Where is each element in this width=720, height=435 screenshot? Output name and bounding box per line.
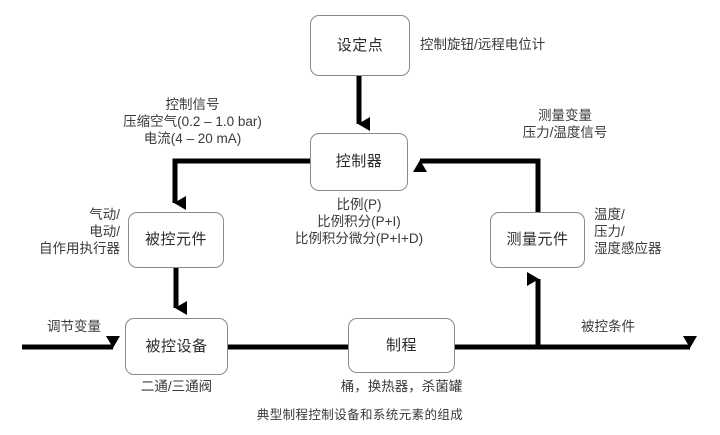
node-setpoint-label: 设定点 xyxy=(336,36,384,54)
annotation-control-signal: 控制信号 压缩空气(0.2 – 1.0 bar) 电流(4 – 20 mA) xyxy=(123,97,262,146)
node-measuring-element[interactable]: 测量元件 xyxy=(490,212,585,268)
annotation-controller-modes: 比例(P) 比例积分(P+I) 比例积分微分(P+I+D) xyxy=(294,197,424,246)
node-controller-label: 控制器 xyxy=(335,153,383,170)
annotation-valve-types: 二通/三通阀 xyxy=(140,379,213,394)
diagram-caption: 典型制程控制设备和系统元素的组成 xyxy=(256,408,464,422)
connector-measuring-element-to-controller xyxy=(413,158,541,212)
node-controlled-equipment[interactable]: 被控设备 xyxy=(125,318,228,375)
annotation-controlled-condition: 被控条件 xyxy=(581,319,635,334)
annotation-actuator-types: 气动/ 电动/ 自作用执行器 xyxy=(39,207,120,256)
node-controlled-equipment-label: 被控设备 xyxy=(145,337,208,355)
annotation-process-types: 桶，换热器，杀菌罐 xyxy=(340,379,463,394)
node-controlled-element[interactable]: 被控元件 xyxy=(128,212,224,268)
annotation-setpoint-note: 控制旋钮/远程电位计 xyxy=(420,37,546,52)
node-controlled-element-label: 被控元件 xyxy=(144,231,207,248)
node-measuring-element-label: 测量元件 xyxy=(506,231,569,248)
node-setpoint[interactable]: 设定点 xyxy=(310,15,410,76)
connector-controller-to-controlled-element xyxy=(172,158,310,210)
annotation-sensor-types: 温度/ 压力/ 湿度感应器 xyxy=(594,207,662,256)
node-controller[interactable]: 控制器 xyxy=(310,133,408,191)
node-process[interactable]: 制程 xyxy=(348,318,455,373)
annotation-measured-variable: 测量变量 压力/温度信号 xyxy=(522,108,608,140)
node-process-label: 制程 xyxy=(385,336,417,354)
annotation-manipulated-variable: 调节变量 xyxy=(47,319,101,334)
